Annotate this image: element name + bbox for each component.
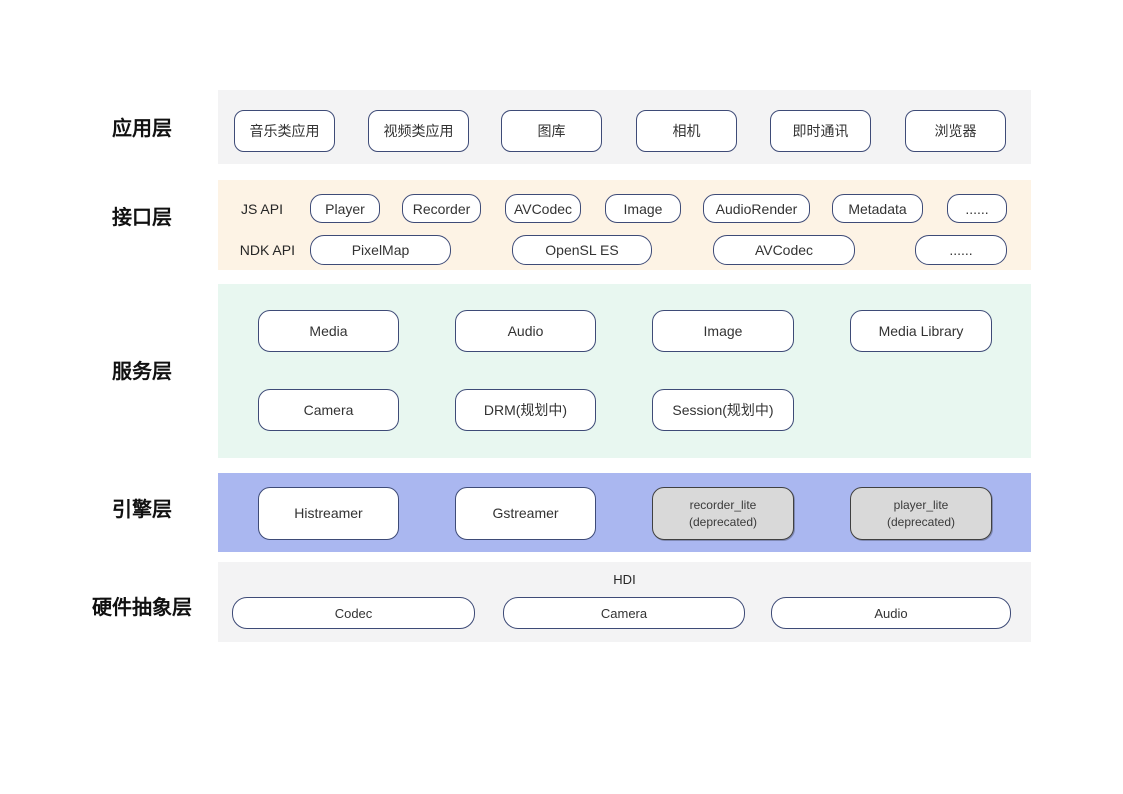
layer-label-application: 应用层 xyxy=(112,118,172,140)
layer-label-service: 服务层 xyxy=(112,361,172,383)
node-browser: 浏览器 xyxy=(905,110,1006,152)
layer-band-application: 音乐类应用 视频类应用 图库 相机 即时通讯 浏览器 xyxy=(218,90,1031,164)
node-js-avcodec: AVCodec xyxy=(505,194,581,223)
node-recorder-lite: recorder_lite (deprecated) xyxy=(652,487,794,540)
layer-band-interface: JS API Player Recorder AVCodec Image Aud… xyxy=(218,180,1031,270)
node-js-more: ...... xyxy=(947,194,1007,223)
layer-band-engine: Histreamer Gstreamer recorder_lite (depr… xyxy=(218,473,1031,552)
node-hdi-audio: Audio xyxy=(771,597,1011,629)
layer-label-interface: 接口层 xyxy=(112,207,172,229)
node-ndk-opensl-es: OpenSL ES xyxy=(512,235,652,265)
engine-node-title: player_lite xyxy=(893,498,949,513)
node-ndk-pixelmap: PixelMap xyxy=(310,235,451,265)
layer-label-hal: 硬件抽象层 xyxy=(92,597,192,619)
layer-label-engine: 引擎层 xyxy=(112,499,172,521)
node-audio-service: Audio xyxy=(455,310,596,352)
layer-band-service: Media Audio Image Media Library Camera D… xyxy=(218,284,1031,458)
node-ndk-avcodec: AVCodec xyxy=(713,235,855,265)
node-player-lite: player_lite (deprecated) xyxy=(850,487,992,540)
engine-node-title: recorder_lite xyxy=(689,498,757,513)
node-gstreamer: Gstreamer xyxy=(455,487,596,540)
node-js-recorder: Recorder xyxy=(402,194,481,223)
engine-node-subtitle: (deprecated) xyxy=(886,514,956,529)
node-histreamer: Histreamer xyxy=(258,487,399,540)
js-api-label: JS API xyxy=(240,200,283,217)
node-media-library: Media Library xyxy=(850,310,992,352)
engine-node-title: Histreamer xyxy=(294,505,363,522)
node-video-apps: 视频类应用 xyxy=(368,110,469,152)
engine-node-title: Gstreamer xyxy=(492,505,559,522)
node-js-player: Player xyxy=(310,194,380,223)
node-hdi-camera: Camera xyxy=(503,597,745,629)
node-image-service: Image xyxy=(652,310,794,352)
ndk-api-label: NDK API xyxy=(239,242,295,258)
node-ndk-more: ...... xyxy=(915,235,1007,265)
node-music-apps: 音乐类应用 xyxy=(234,110,335,152)
node-camera-service: Camera xyxy=(258,389,399,431)
node-instant-messaging: 即时通讯 xyxy=(770,110,871,152)
layer-band-hal: HDI Codec Camera Audio xyxy=(218,562,1031,642)
node-gallery: 图库 xyxy=(501,110,602,152)
node-js-image: Image xyxy=(605,194,681,223)
hdi-label: HDI xyxy=(613,572,636,587)
node-hdi-codec: Codec xyxy=(232,597,475,629)
node-session-service: Session(规划中) xyxy=(652,389,794,431)
node-camera-app: 相机 xyxy=(636,110,737,152)
node-drm-service: DRM(规划中) xyxy=(455,389,596,431)
node-js-audiorender: AudioRender xyxy=(703,194,810,223)
node-js-metadata: Metadata xyxy=(832,194,923,223)
node-media-service: Media xyxy=(258,310,399,352)
engine-node-subtitle: (deprecated) xyxy=(688,514,758,529)
